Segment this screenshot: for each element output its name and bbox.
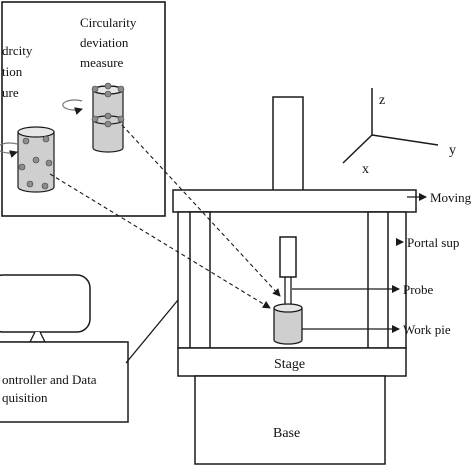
portal-right-upright [367,211,389,349]
probe-holder [279,236,297,278]
moving-label: Moving [430,190,472,205]
controller-cable [125,299,179,364]
base [194,375,386,465]
portal-label: Portal sup [407,235,459,250]
controller-box [0,341,129,423]
circularity-label-line1: Circularity [80,15,137,30]
cylindricity-label-line1: drcity [2,43,33,58]
work-piece [273,303,303,345]
controller-label-line1: ontroller and Data [2,372,97,387]
workpiece-label: Work pie [403,322,451,337]
axis-y-label: y [449,143,456,158]
probe-label: Probe [403,282,434,297]
base-label: Base [273,426,300,441]
portal-left-upright [189,211,211,349]
moving-bridge [172,189,417,213]
circularity-label-line3: measure [80,55,124,70]
stage [177,347,407,377]
axis-z-label: z [379,93,385,108]
circularity-rotation-arrow-icon [62,99,83,115]
monitor-stand [28,331,47,343]
cylindricity-connector [49,173,271,309]
coordinate-axes [342,88,439,164]
cylindricity-label-line2: tion [2,64,23,79]
monitor-screen [0,274,91,333]
stage-label: Stage [274,357,305,372]
controller-label-line2: quisition [2,390,48,405]
circularity-cylinder [91,82,125,153]
cylindricity-rotation-arrow-icon [0,142,18,158]
circularity-label-line2: deviation [80,35,129,50]
cylindricity-label-line3: ure [2,85,19,100]
cylindricity-cylinder [17,126,55,193]
axis-x-label: x [362,162,369,177]
circularity-connector [121,124,281,297]
